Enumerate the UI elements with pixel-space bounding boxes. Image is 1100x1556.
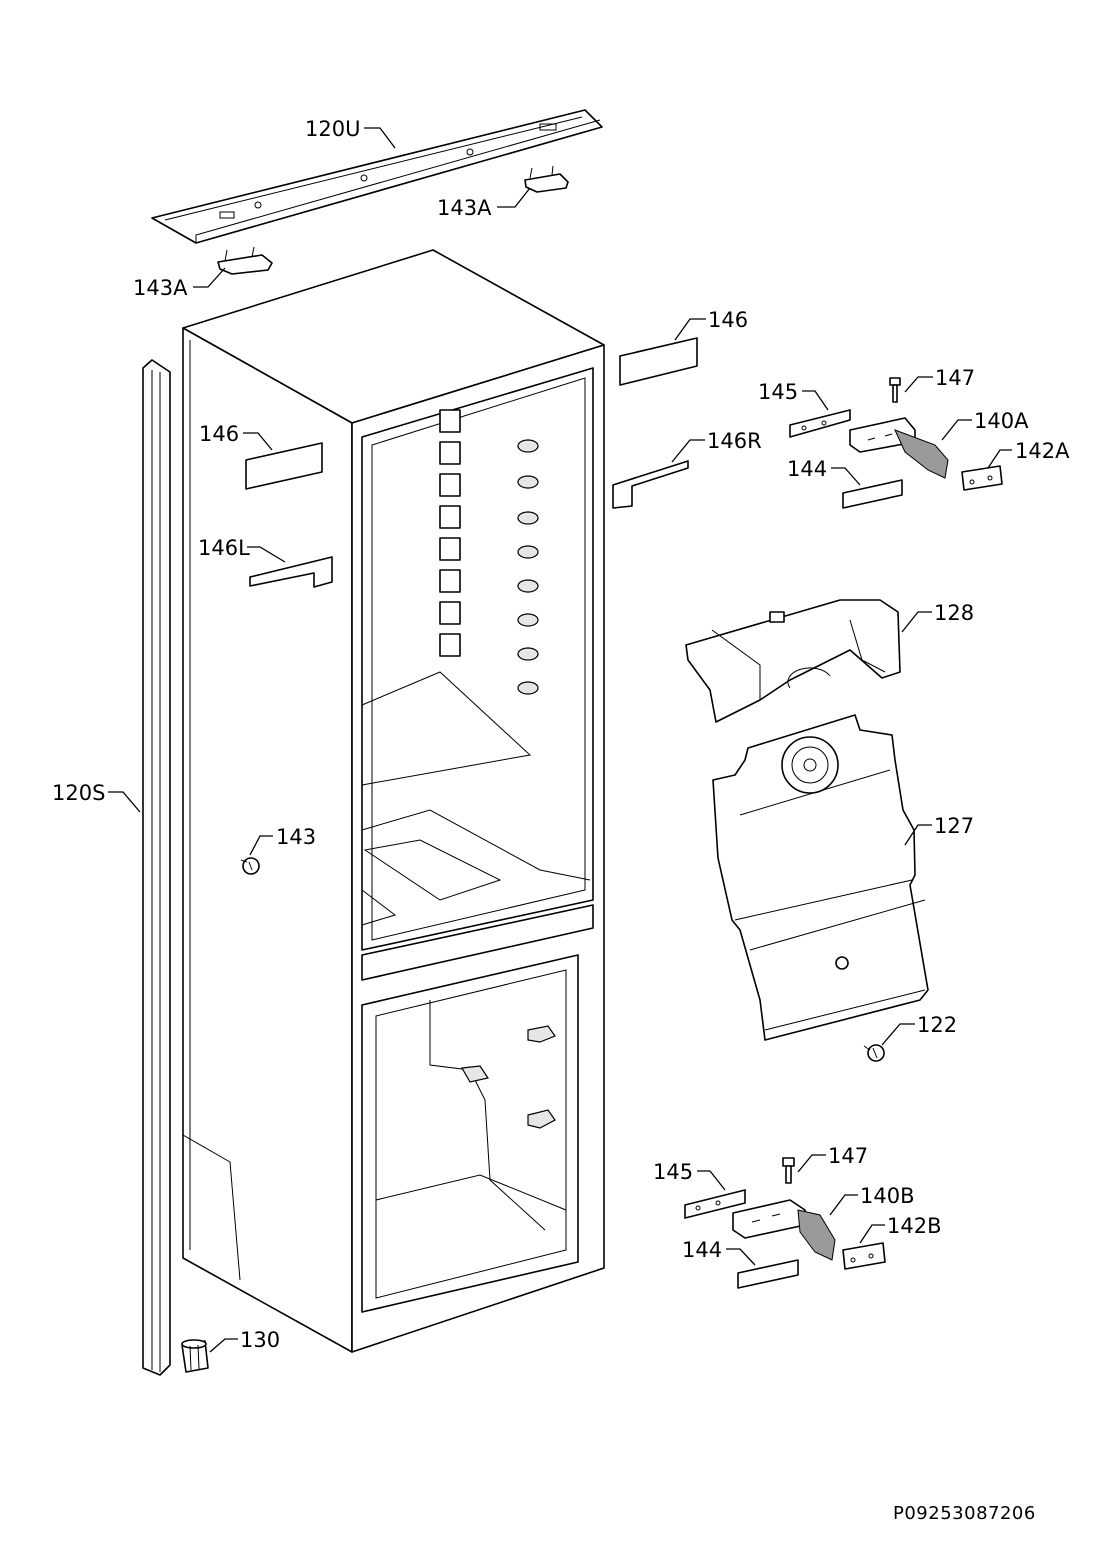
callout-143A-top: 143A xyxy=(437,196,492,220)
panel-127-part xyxy=(712,714,929,1041)
hinge-cover-left-part xyxy=(217,246,273,275)
top-frame-rail-part xyxy=(151,109,603,244)
callout-142B: 142B xyxy=(887,1214,942,1238)
callout-143A-left: 143A xyxy=(133,276,188,300)
callout-120U: 120U xyxy=(305,117,360,141)
callout-142A: 142A xyxy=(1015,439,1070,463)
shelf-supports-right xyxy=(517,439,539,695)
callout-130: 130 xyxy=(240,1328,280,1352)
callout-146L: 146L xyxy=(198,536,250,560)
callout-122: 122 xyxy=(917,1013,957,1037)
callout-146-right: 146 xyxy=(708,308,748,332)
spacer-144-bottom-part xyxy=(737,1259,799,1289)
hinge-cover-top-part xyxy=(524,165,569,193)
label-146R-part xyxy=(612,460,689,509)
cabinet-body-part xyxy=(182,249,605,1353)
document-id: P09253087206 xyxy=(893,1503,1036,1524)
leader-lines xyxy=(108,127,1012,1353)
shelf-supports-left xyxy=(439,409,461,657)
hinge-140B-part xyxy=(732,1199,836,1261)
hinge-plate-145-top-part xyxy=(789,409,851,438)
label-146L-part xyxy=(249,556,333,588)
callout-labels: 120U 143A 143A 146 146 146L 146R 145 147… xyxy=(52,117,1070,1352)
upper-compartment-floor xyxy=(361,671,591,926)
hinge-screw-147-bottom-part xyxy=(782,1157,795,1184)
callout-144-top: 144 xyxy=(787,457,827,481)
label-146-right-part xyxy=(619,337,698,386)
screw-122-part xyxy=(863,1044,885,1062)
screw-143-part xyxy=(240,857,260,875)
hinge-plate-145-bottom-part xyxy=(684,1189,746,1219)
label-146-left-part xyxy=(245,442,323,490)
callout-144-bottom: 144 xyxy=(682,1238,722,1262)
hinge-140A-part xyxy=(849,417,949,479)
callout-140B: 140B xyxy=(860,1184,915,1208)
callout-140A: 140A xyxy=(974,409,1029,433)
cover-128-part xyxy=(685,599,901,723)
callout-146-left: 146 xyxy=(199,422,239,446)
hinge-bracket-142B-part xyxy=(842,1242,886,1270)
callout-146R: 146R xyxy=(707,429,762,453)
foot-130-part xyxy=(181,1339,209,1373)
callout-145-bottom: 145 xyxy=(653,1160,693,1184)
hinge-screw-147-top-part xyxy=(889,377,901,403)
spacer-144-top-part xyxy=(842,479,903,509)
callout-147-top: 147 xyxy=(935,366,975,390)
lower-compartment-details xyxy=(375,1000,567,1231)
side-strip-part xyxy=(142,359,171,1376)
hinge-bracket-142A-part xyxy=(961,465,1003,491)
callout-143: 143 xyxy=(276,825,316,849)
callout-145-top: 145 xyxy=(758,380,798,404)
callout-147-bottom: 147 xyxy=(828,1144,868,1168)
callout-120S: 120S xyxy=(52,781,105,805)
callout-127: 127 xyxy=(934,814,974,838)
callout-128: 128 xyxy=(934,601,974,625)
